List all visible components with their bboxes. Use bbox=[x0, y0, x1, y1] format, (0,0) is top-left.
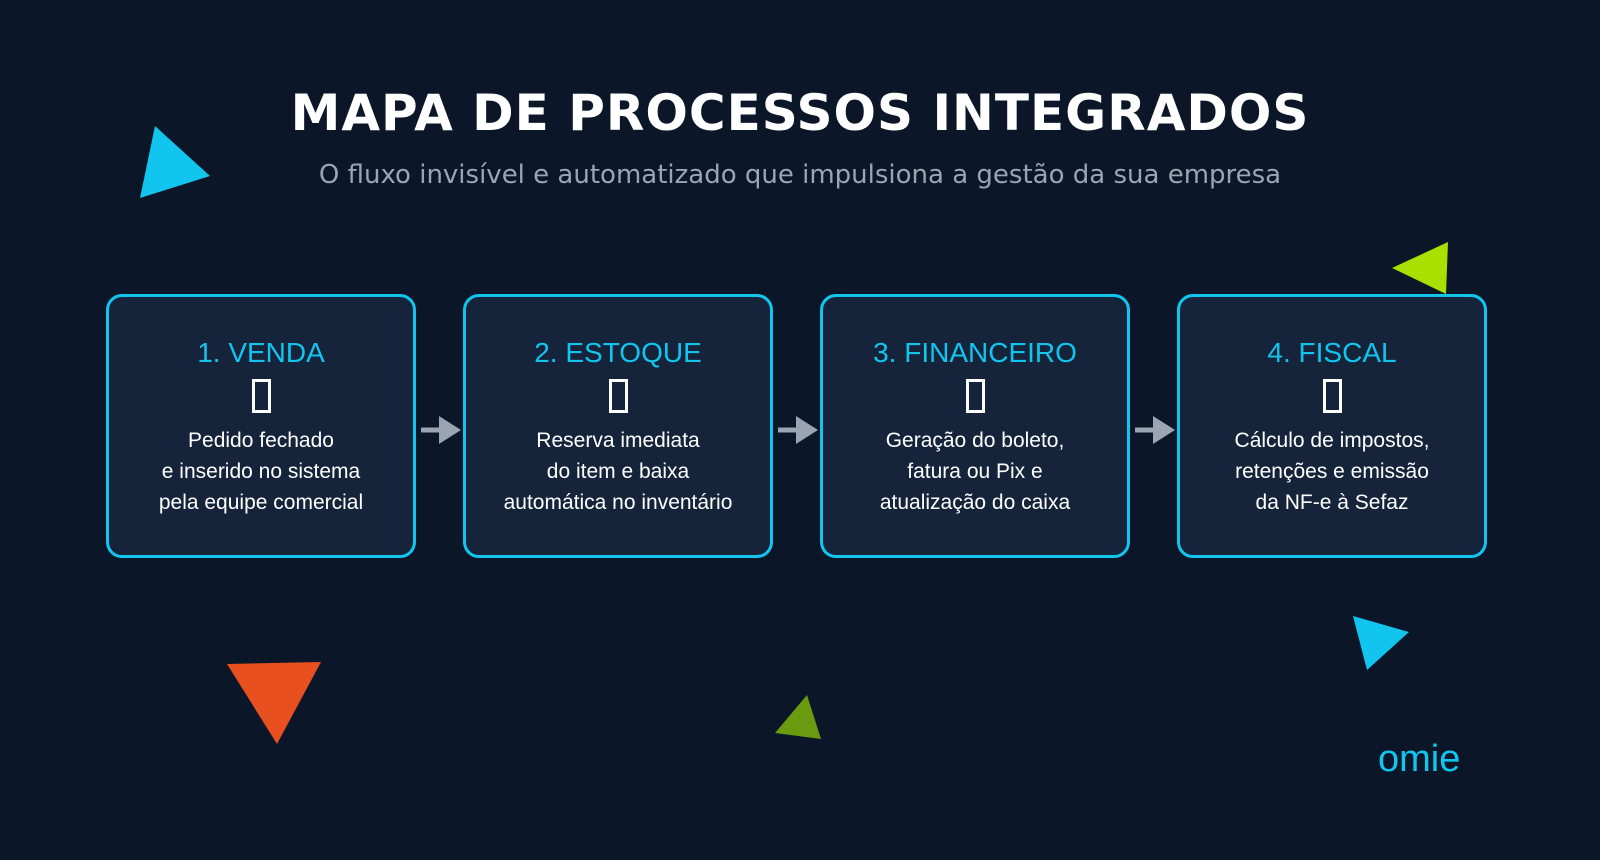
process-step-financeiro: 3. FINANCEIRO Geração do boleto, fatura … bbox=[820, 294, 1130, 558]
process-step-venda: 1. VENDA Pedido fechado e inserido no si… bbox=[106, 294, 416, 558]
process-step-estoque: 2. ESTOQUE Reserva imediata do item e ba… bbox=[463, 294, 773, 558]
arrow-right-icon bbox=[1135, 416, 1175, 444]
cyan-triangle-bottom-right bbox=[1353, 616, 1409, 670]
missing-glyph-icon bbox=[965, 379, 985, 413]
missing-glyph-icon bbox=[1322, 379, 1342, 413]
cyan-triangle-top-left bbox=[140, 126, 210, 198]
missing-glyph-icon bbox=[608, 379, 628, 413]
step-title: 1. VENDA bbox=[197, 337, 325, 368]
arrow-right-icon bbox=[778, 416, 818, 444]
missing-glyph-icon bbox=[251, 379, 271, 413]
green-triangle-bottom-center bbox=[775, 695, 821, 739]
step-description: Geração do boleto, fatura ou Pix e atual… bbox=[879, 429, 1071, 514]
step-title: 3. FINANCEIRO bbox=[873, 337, 1077, 368]
page-title: MAPA DE PROCESSOS INTEGRADOS bbox=[290, 84, 1310, 142]
page-subtitle: O fluxo invisível e automatizado que imp… bbox=[318, 160, 1282, 190]
step-description: Pedido fechado e inserido no sistema pel… bbox=[158, 429, 364, 514]
process-step-fiscal: 4. FISCAL Cálculo de impostos, retenções… bbox=[1177, 294, 1487, 558]
step-title: 2. ESTOQUE bbox=[534, 337, 702, 368]
orange-triangle-bottom-left bbox=[227, 662, 321, 744]
omie-logo: omie bbox=[1378, 738, 1461, 780]
step-description: Reserva imediata do item e baixa automát… bbox=[503, 429, 733, 514]
step-description: Cálculo de impostos, retenções e emissão… bbox=[1234, 429, 1430, 514]
step-title: 4. FISCAL bbox=[1267, 337, 1397, 368]
lime-triangle-top-right bbox=[1392, 242, 1448, 294]
arrow-right-icon bbox=[421, 416, 461, 444]
